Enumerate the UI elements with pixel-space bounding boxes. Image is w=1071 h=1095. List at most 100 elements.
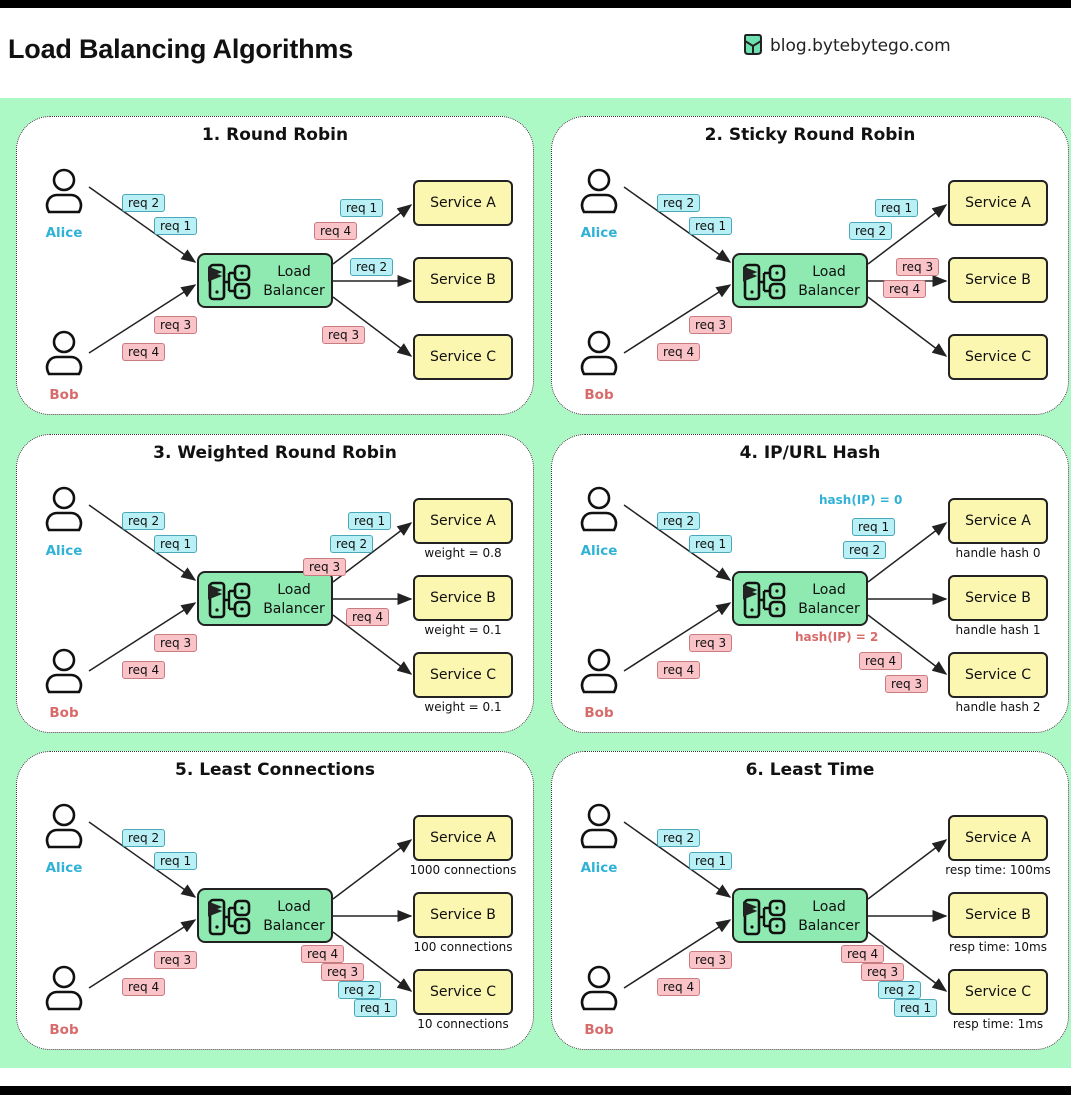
service-a: Service A [413,815,513,861]
user-label-alice: Alice [580,543,618,559]
load-balancer-icon [208,898,251,936]
service-b: Service B [948,575,1048,621]
service-c: Service C [413,969,513,1015]
outgoing-request-to-service-a: req 2 [849,222,893,240]
service-a: Service A [413,180,513,226]
service-c-note: resp time: 1ms [952,1017,1044,1031]
brand: blog.bytebytego.com [742,32,951,60]
lb-label-line2: Balancer [263,283,325,299]
user-icon [580,168,618,214]
lb-label-line1: Load [812,582,846,598]
service-c: Service C [948,334,1048,380]
outgoing-request-to-service-c: req 4 [859,652,903,670]
user-icon [580,803,618,849]
user-icon [580,330,618,376]
service-c-note: 10 connections [417,1017,509,1031]
user-icon [45,965,83,1011]
service-c: Service C [413,334,513,380]
service-b-note: resp time: 10ms [949,940,1047,954]
arrow-alice-to-lb [623,186,732,263]
user-icon [580,486,618,532]
service-b-note: handle hash 1 [955,623,1041,637]
service-b-note: 100 connections [413,940,513,954]
user-alice: Alice [39,485,89,559]
service-c-note: handle hash 2 [955,700,1041,714]
arrow-alice-to-lb [623,821,732,898]
user-alice: Alice [39,167,89,241]
hash-note: hash(IP) = 2 [795,630,879,644]
user-icon [45,803,83,849]
outgoing-request-to-service-a: req 1 [875,199,919,217]
alice-request-2: req 2 [122,829,166,847]
bottom-black-bar [0,1086,1071,1095]
service-c: Service C [413,652,513,698]
panel-title: 2. Sticky Round Robin [704,125,916,145]
arrow-bob-to-lb [88,602,197,672]
algorithm-panel-3: 3. Weighted Round Robin Alice Bob [16,434,534,733]
outgoing-request-to-service-c: req 4 [301,945,345,963]
arrow-bob-to-lb [623,602,732,672]
load-balancer-icon [208,263,251,301]
user-label-alice: Alice [45,860,83,876]
arrow-lb-to-service-c [867,614,948,675]
outgoing-request-to-service-a: req 2 [330,535,374,553]
top-black-bar [0,0,1071,8]
load-balancer-icon [208,581,251,619]
outgoing-request-to-service-c: req 4 [841,945,885,963]
service-b: Service B [948,257,1048,303]
lb-label-line2: Balancer [798,601,860,617]
arrow-lb-to-service-c [332,296,413,357]
user-bob: Bob [39,647,89,721]
outgoing-request-to-service-c: req 3 [322,326,366,344]
service-a: Service A [948,498,1048,544]
outgoing-request-to-service-a: req 1 [852,518,896,536]
bytebytego-logo-icon [742,32,764,60]
alice-request-1: req 1 [154,217,198,235]
arrow-lb-to-service-c [332,931,413,992]
service-a: Service A [948,815,1048,861]
algorithm-panel-2: 2. Sticky Round Robin Alice Bob [551,116,1069,415]
outgoing-request-to-service-c: req 1 [354,999,398,1017]
load-balancer: Load Balancer [197,571,333,626]
service-a: Service A [948,180,1048,226]
alice-request-2: req 2 [657,829,701,847]
user-alice: Alice [574,167,624,241]
user-alice: Alice [574,802,624,876]
user-icon [45,486,83,532]
user-alice: Alice [574,485,624,559]
lb-label-line1: Load [812,264,846,280]
bob-request-4: req 4 [122,343,166,361]
alice-request-2: req 2 [122,512,166,530]
arrow-lb-to-service-a [867,839,948,900]
brand-text: blog.bytebytego.com [770,36,951,56]
service-b: Service B [413,575,513,621]
alice-request-2: req 2 [657,512,701,530]
outgoing-request-to-service-a: req 3 [303,558,347,576]
service-b: Service B [413,892,513,938]
load-balancer-icon [743,581,786,619]
page-title: Load Balancing Algorithms [8,34,354,64]
service-b-note: weight = 0.1 [424,623,502,637]
arrow-lb-to-service-c [867,931,948,992]
header: Load Balancing Algorithms blog.bytebyteg… [0,8,1071,98]
outgoing-request-to-service-b: req 3 [896,258,940,276]
service-a-note: resp time: 100ms [945,863,1051,877]
alice-request-1: req 1 [689,217,733,235]
load-balancer-icon [743,898,786,936]
bob-request-4: req 4 [122,661,166,679]
alice-request-2: req 2 [122,194,166,212]
load-balancer: Load Balancer [732,571,868,626]
user-bob: Bob [574,964,624,1038]
user-label-bob: Bob [49,705,79,721]
arrow-lb-to-service-a [332,839,413,900]
arrow-lb-to-service-a [332,204,413,265]
panel-title: 5. Least Connections [174,760,376,780]
service-c: Service C [948,969,1048,1015]
alice-request-1: req 1 [689,535,733,553]
outgoing-request-to-service-a: req 4 [314,222,358,240]
arrow-lb-to-service-a [867,204,948,265]
connection-arrows [623,504,948,675]
bob-request-3: req 3 [689,316,733,334]
bob-request-4: req 4 [657,978,701,996]
service-a-note: handle hash 0 [955,546,1041,560]
